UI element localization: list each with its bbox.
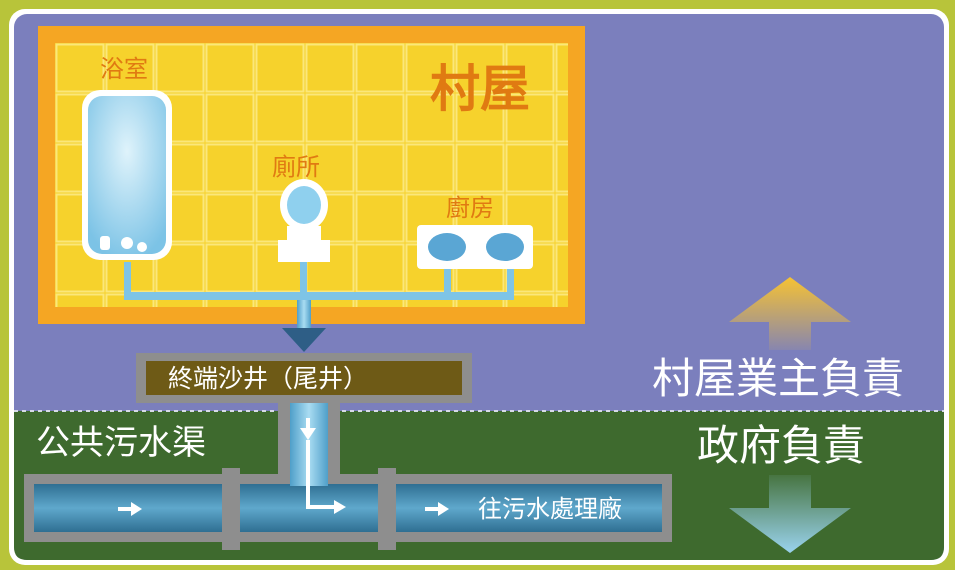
house-drain-pipes [124,262,514,352]
flow-arrow-icon [118,440,449,516]
owner-responsibility-label: 村屋業主負責 [652,354,905,403]
public-sewer-pipe [24,440,672,550]
kitchen-label: 廚房 [446,194,494,222]
bathroom-label: 浴室 [100,55,148,83]
government-responsibility-label: 政府負責 [697,421,866,470]
down-flow-arrow-icon [300,428,316,440]
toilet-label: 廁所 [272,153,320,181]
public-sewer-label: 公共污水渠 [36,423,206,463]
kitchen-sink-icon [417,225,533,269]
down-flow-arrow-icon [282,328,326,352]
down-arrow-icon [729,475,851,553]
up-arrow-icon [729,277,851,350]
treatment-works-label: 往污水處理廠 [478,495,622,523]
house-title: 村屋 [430,60,530,118]
terminal-manhole-label: 終端沙井（尾井） [168,364,369,393]
toilet-icon [278,179,330,262]
bathtub-icon [82,90,172,260]
